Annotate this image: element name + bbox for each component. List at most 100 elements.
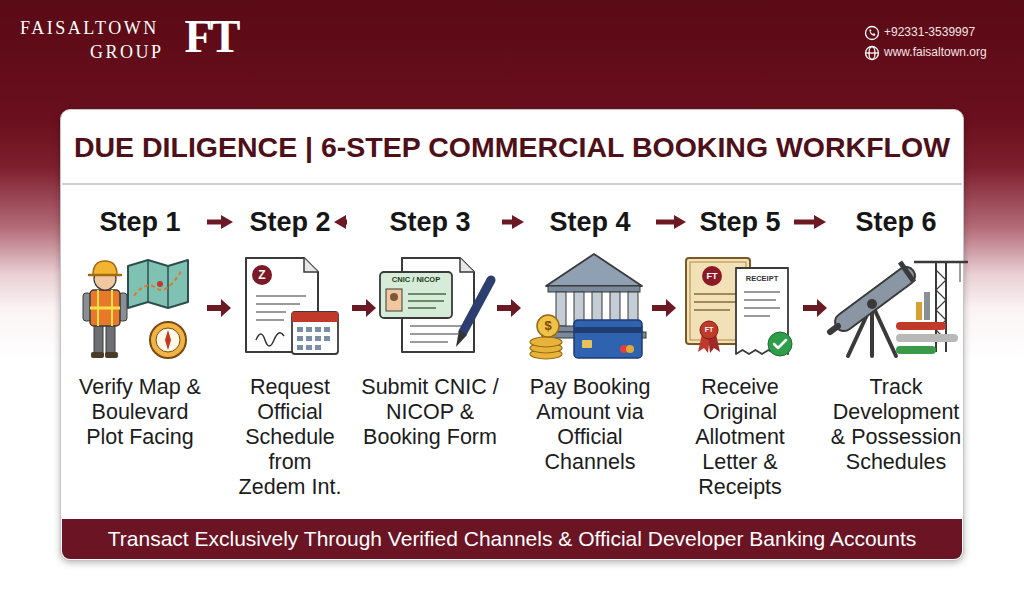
allotment-letter-icon [768, 332, 792, 356]
flow-arrow [346, 220, 347, 225]
flow-arrow [207, 220, 221, 225]
telescope-icon [896, 322, 946, 330]
bank-icon [537, 315, 559, 337]
schedule-icon [256, 319, 284, 321]
schedule-icon [252, 265, 272, 285]
step-description: Receive Original Allotment Letter & Rece… [688, 375, 792, 500]
schedule-icon [297, 336, 303, 341]
telescope-icon [844, 276, 906, 322]
surveyor-icon [157, 281, 163, 287]
schedule-icon [306, 336, 312, 341]
step-description: Track Development & Possession Schedules [828, 375, 964, 475]
surveyor-icon [93, 261, 117, 275]
schedule-icon [246, 258, 318, 352]
step-heading: Step 3 [340, 203, 520, 241]
brand-monogram: FT [178, 10, 244, 64]
flow-arrow [652, 299, 676, 317]
allotment-letter-icon [700, 321, 718, 339]
surveyor-icon [90, 307, 120, 310]
surveyor-icon [150, 322, 186, 358]
id-form-icon [380, 272, 452, 318]
surveyor-icon [106, 322, 115, 354]
step-heading: Step 4 [506, 203, 674, 241]
step-column: Step 6Track Development & Possession Sch… [828, 203, 964, 503]
schedule-icon [306, 345, 312, 350]
id-form-icon [380, 258, 491, 352]
schedule-icon [324, 327, 330, 332]
brand-name: FAISALTOWN [20, 17, 180, 40]
schedule-icon [306, 327, 312, 332]
schedule-icon [292, 312, 338, 322]
allotment-letter-icon [702, 266, 722, 286]
schedule-icon [297, 327, 330, 350]
allotment-letter-icon [774, 340, 786, 348]
schedule-icon [324, 336, 330, 341]
id-form-icon [460, 258, 474, 272]
surveyor-icon [91, 352, 104, 358]
contact-website: www.faisaltown.org [884, 45, 1019, 60]
id-form-icon [408, 300, 444, 302]
telescope-icon [900, 262, 914, 282]
step-column: Step 4Pay Booking Amount via Official Ch… [526, 203, 654, 503]
contact-icons [870, 29, 876, 36]
id-form-icon [386, 289, 402, 311]
telescope-icon [896, 334, 958, 342]
telescope-icon [960, 262, 961, 282]
schedule-icon [246, 258, 338, 354]
surveyor-icon [134, 270, 182, 296]
surveyor-icon [147, 260, 149, 302]
flow-arrow [794, 220, 814, 225]
surveyor-icon [167, 266, 169, 308]
schedule-icon [315, 345, 321, 350]
allotment-letter-icon [744, 307, 780, 309]
allotment-letter-icon [744, 315, 770, 317]
card-label: CNIC / NICOP [380, 274, 452, 285]
bank-icon [574, 327, 642, 333]
surveyor-icon [156, 328, 180, 352]
step-heading: Step 2 [215, 203, 365, 241]
flow-arrow [207, 299, 827, 317]
surveyor-icon [165, 330, 171, 350]
bank-icon [530, 337, 562, 347]
bank-icon [582, 340, 592, 348]
id-form-icon [410, 341, 448, 343]
telescope-icon [830, 262, 968, 356]
schedule-icon [256, 333, 284, 346]
brand-name: GROUP [90, 41, 180, 64]
allotment-letter-icon [694, 301, 738, 303]
step-heading: Step 5 [668, 203, 812, 241]
surveyor-icon [83, 260, 188, 358]
id-form-icon [410, 325, 462, 327]
schedule-icon [304, 258, 318, 272]
receipt-label: RECEIPT [736, 273, 788, 284]
flow-arrow [803, 299, 827, 317]
schedule-icon [292, 312, 338, 354]
allotment-letter-icon [744, 299, 776, 301]
schedule-icon [297, 327, 303, 332]
surveyor-icon [90, 290, 120, 326]
id-form-icon [463, 280, 491, 332]
flow-arrow [502, 220, 512, 225]
bank-icon [626, 345, 634, 353]
logo-letter: Z [252, 267, 272, 283]
step-column: Step 2Request Official Schedule from Zed… [235, 203, 345, 503]
schedule-icon [315, 336, 321, 341]
seal-letters: FT [702, 269, 722, 283]
telescope-icon [844, 276, 906, 322]
telescope-icon [830, 326, 838, 332]
flow-arrow [497, 299, 521, 317]
title-rule [62, 183, 962, 185]
bank-icon [530, 254, 646, 359]
bank-icon [574, 320, 642, 358]
contact-icons [866, 47, 879, 60]
telescope-icon [916, 302, 922, 320]
step-column: Step 3Submit CNIC / NICOP & Booking Form [360, 203, 500, 503]
contact-icons [866, 52, 879, 53]
step-description: Submit CNIC / NICOP & Booking Form [360, 375, 500, 450]
allotment-letter-icon [686, 258, 792, 356]
flow-arrow [656, 220, 674, 225]
contact-icons [866, 27, 879, 60]
footer-note: Transact Exclusively Through Verified Ch… [70, 519, 954, 559]
